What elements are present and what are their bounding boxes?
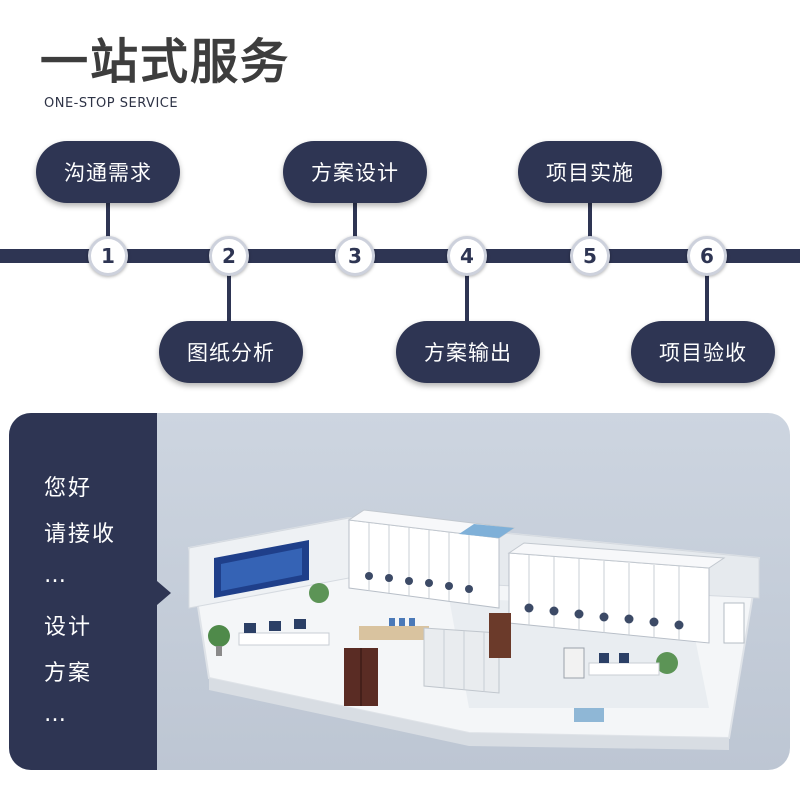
sidebar-line-4: 设计	[44, 615, 93, 640]
design-proposal-card: 您好 请接收 … 设计 方案 …	[9, 413, 790, 770]
page-subtitle: ONE-STOP SERVICE	[44, 96, 179, 111]
stem-3	[353, 200, 357, 240]
sidebar-line-5: 方案	[44, 661, 93, 686]
step-number-1: 1	[88, 236, 128, 276]
stem-5	[588, 200, 592, 240]
step-number-6: 6	[687, 236, 727, 276]
step-pill-3: 方案设计	[283, 141, 427, 203]
greeting-sidebar: 您好 请接收 … 设计 方案 …	[9, 413, 157, 770]
sidebar-line-3: …	[44, 563, 68, 588]
stem-1	[106, 200, 110, 240]
sidebar-line-1: 您好	[44, 476, 93, 501]
step-pill-2: 图纸分析	[159, 321, 303, 383]
page-title: 一站式服务	[40, 34, 291, 90]
archive-room-3d-render	[187, 509, 761, 750]
stem-4	[465, 272, 469, 324]
stem-2	[227, 272, 231, 324]
sidebar-line-6: …	[44, 702, 68, 727]
sidebar-arrow	[157, 581, 171, 605]
step-number-2: 2	[209, 236, 249, 276]
step-pill-4: 方案输出	[396, 321, 540, 383]
step-number-4: 4	[447, 236, 487, 276]
step-pill-1: 沟通需求	[36, 141, 180, 203]
step-pill-5: 项目实施	[518, 141, 662, 203]
step-pill-6: 项目验收	[631, 321, 775, 383]
step-number-3: 3	[335, 236, 375, 276]
sidebar-line-2: 请接收	[44, 522, 117, 547]
stem-6	[705, 272, 709, 324]
step-number-5: 5	[570, 236, 610, 276]
